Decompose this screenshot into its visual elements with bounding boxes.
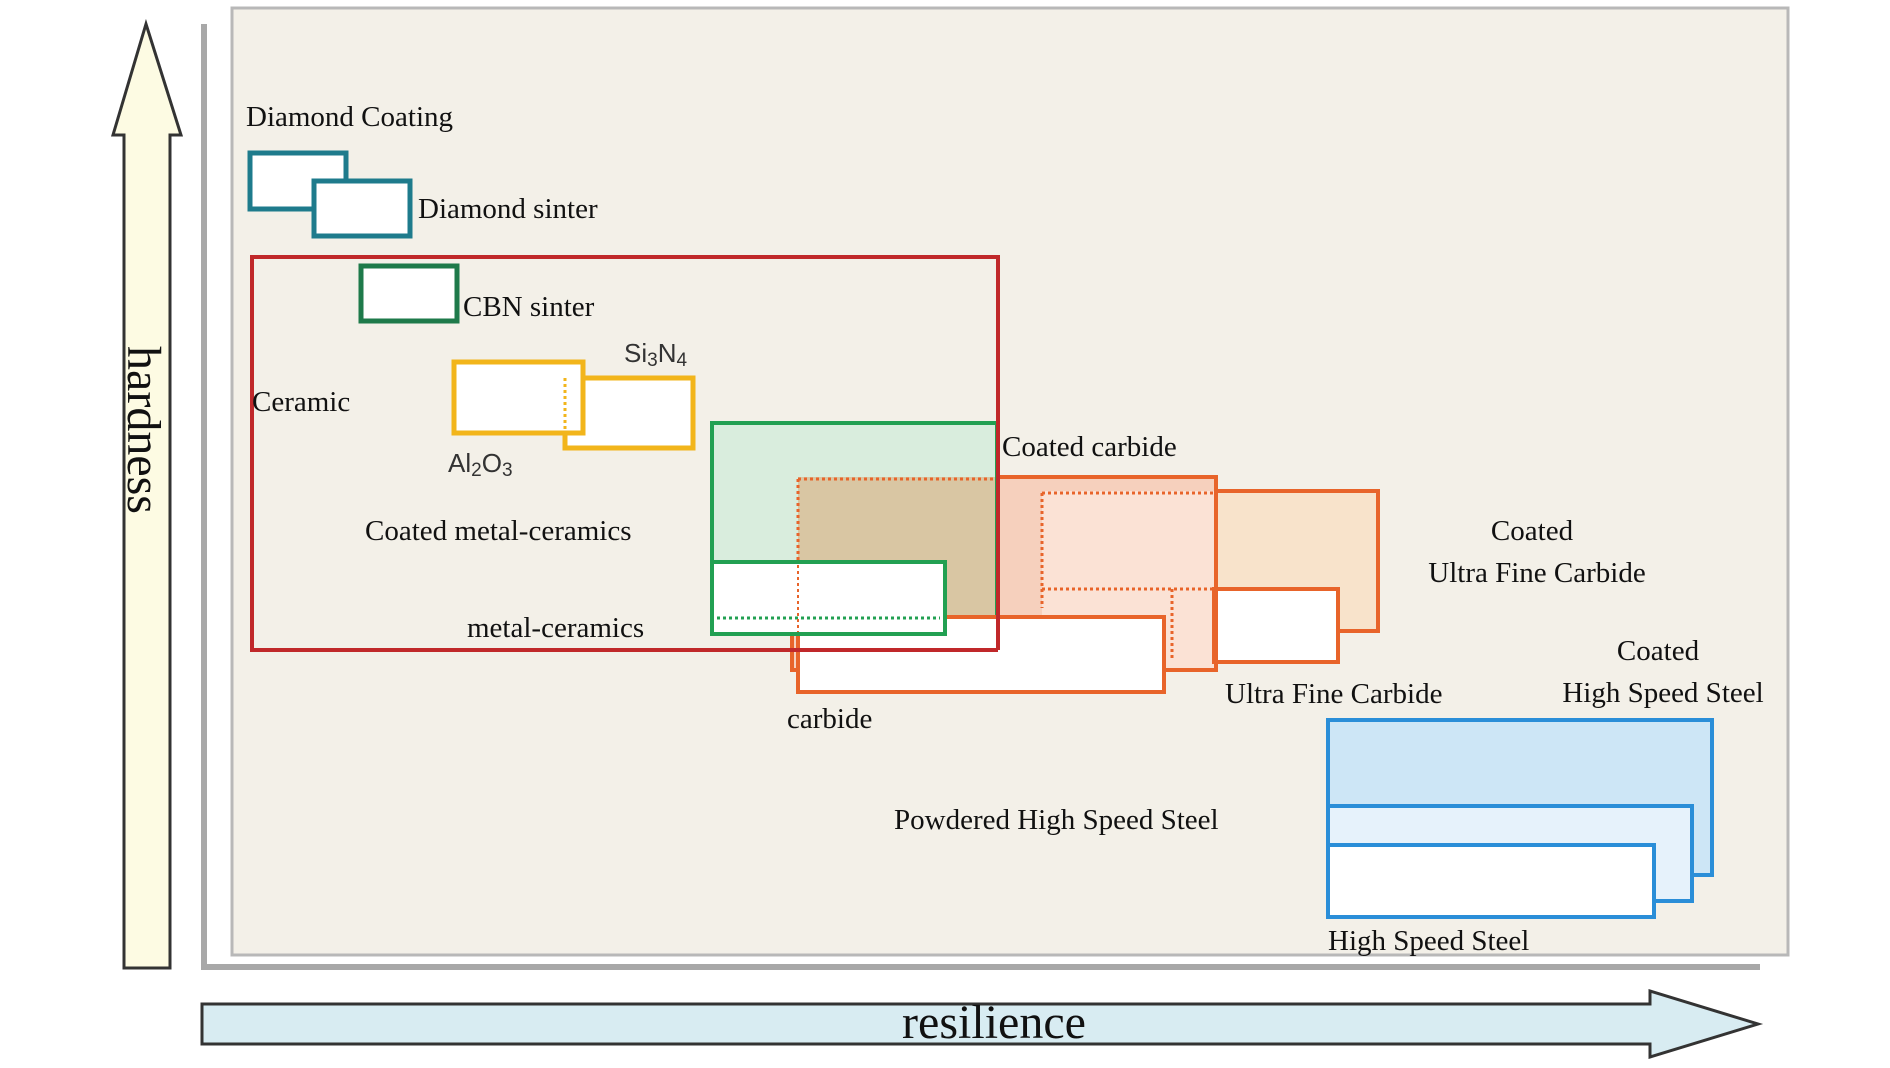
si3n4-label: Si3N4 [624, 338, 687, 371]
ceramic-label: Ceramic [252, 386, 350, 418]
metal-ceramics-label: metal-ceramics [467, 612, 644, 644]
coated-ufc-label-line1: Coated [1491, 515, 1574, 547]
coated-hss-label-line2: High Speed Steel [1562, 677, 1763, 709]
diamond-coating-label: Diamond Coating [246, 101, 453, 133]
cbn-sinter-label: CBN sinter [463, 291, 595, 323]
hardness-axis-label: hardness [117, 346, 170, 514]
ultra-fine-carbide-box [1212, 587, 1340, 664]
coated-carbide-label: Coated carbide [1002, 431, 1177, 463]
diamond-sinter-box [311, 178, 413, 239]
coated-hss-label-line1: Coated [1617, 635, 1700, 667]
si3n4-box [562, 375, 696, 451]
al2o3-label: Al2O3 [448, 448, 513, 481]
resilience-arrow [200, 988, 1764, 1060]
cbn-sinter-box [358, 263, 460, 324]
hss-box [1326, 843, 1656, 919]
coated-metal-ceramics-label: Coated metal-ceramics [365, 515, 632, 547]
carbide-label: carbide [787, 703, 872, 735]
ultra-fine-carbide-label: Ultra Fine Carbide [1225, 678, 1442, 710]
powdered-hss-label: Powdered High Speed Steel [894, 804, 1219, 836]
resilience-axis-label: resilience [902, 996, 1086, 1049]
coated-ufc-label-line2: Ultra Fine Carbide [1428, 557, 1645, 589]
diamond-overlap-dotted [312, 179, 346, 209]
al2o3-box [451, 359, 586, 436]
diamond-sinter-label: Diamond sinter [418, 193, 598, 225]
metal-ceramics-box [710, 560, 947, 636]
hss-label: High Speed Steel [1328, 925, 1529, 957]
hardness-arrow [110, 18, 184, 970]
